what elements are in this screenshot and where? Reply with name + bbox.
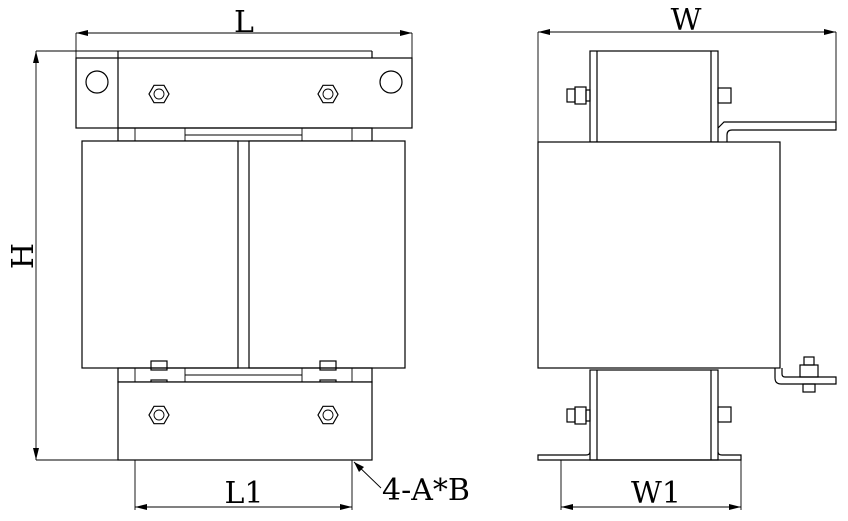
lower-foot-bracket: [117, 381, 373, 461]
hex-nut: [317, 84, 339, 104]
front-view: L H: [6, 5, 470, 511]
dimension-l1-label: L1: [224, 476, 263, 511]
hex-nut: [148, 84, 170, 104]
mounting-hole-callout: 4-A*B: [353, 461, 470, 508]
left-coil: [81, 140, 239, 369]
hex-nut: [148, 405, 170, 425]
lower-foot-bracket-side: [537, 369, 742, 461]
terminal-lug: [774, 356, 837, 393]
dimension-l-label: L: [234, 5, 254, 40]
hex-nut: [317, 405, 339, 425]
bolt-icon: [566, 86, 591, 105]
dimension-w: W: [537, 3, 837, 142]
mounting-hole: [85, 70, 109, 94]
dimension-h: H: [6, 50, 372, 461]
dimension-l: L: [75, 5, 413, 58]
upper-terminal-bracket: [566, 50, 837, 143]
dimension-l1: L1: [134, 460, 353, 511]
right-coil: [248, 140, 406, 369]
mounting-hole-label: 4-A*B: [382, 473, 470, 508]
bolt-icon: [717, 87, 732, 104]
coil-body: [537, 141, 781, 369]
dimension-h-label: H: [6, 243, 41, 269]
bolt-icon: [566, 406, 591, 425]
mounting-hole: [379, 70, 403, 94]
dimension-w1: W1: [560, 460, 742, 511]
dimension-w1-label: W1: [631, 476, 681, 511]
dimension-w-label: W: [671, 3, 702, 38]
upper-clamp-bracket: [75, 51, 413, 129]
side-view: W: [537, 3, 837, 511]
bolt-icon: [717, 406, 732, 423]
upper-core-yoke: [117, 127, 373, 142]
